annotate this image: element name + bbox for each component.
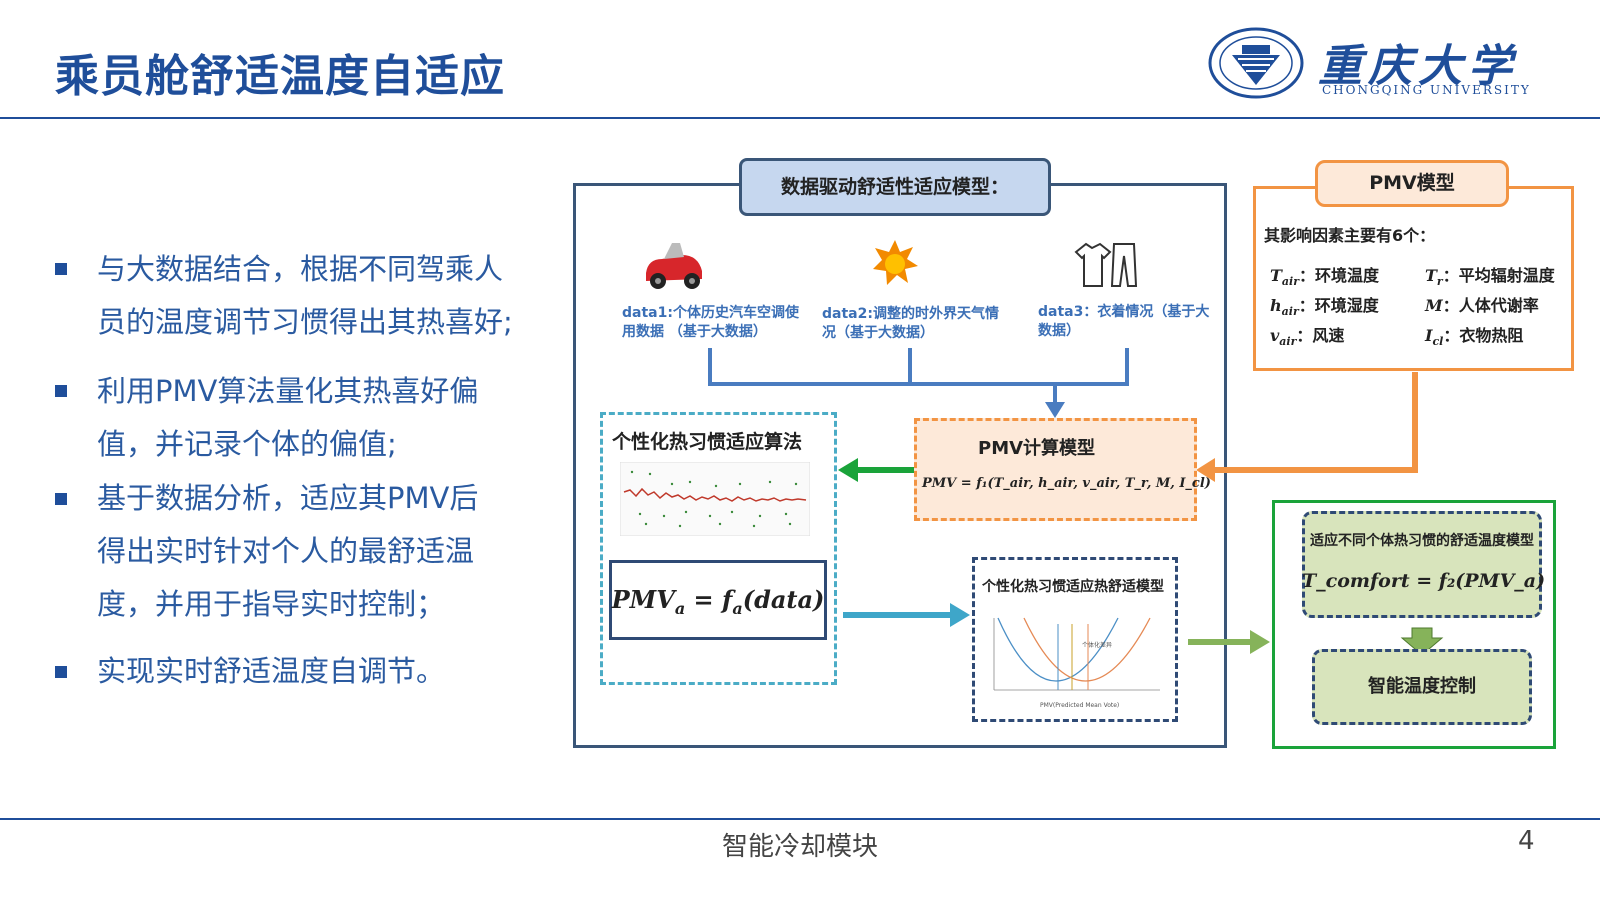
factor-label: 平均辐射温度 bbox=[1458, 266, 1555, 285]
factor-symbol: v bbox=[1270, 326, 1280, 345]
thermal-comfort-model-box bbox=[972, 557, 1178, 722]
bullet-4-line-1: 实现实时舒适温度自调节。 bbox=[97, 654, 446, 688]
temperature-control-box bbox=[1312, 649, 1532, 725]
clothing-icon bbox=[1072, 240, 1140, 290]
factor-label: 环境温度 bbox=[1315, 266, 1380, 285]
thermal-comfort-xlabel: PMV(Predicted Mean Vote) bbox=[1040, 702, 1120, 709]
car-icon bbox=[640, 237, 708, 293]
factor-symbol: h bbox=[1270, 296, 1282, 315]
footer-rule bbox=[0, 818, 1600, 820]
factor-i-cl: Icl：衣物热阻 bbox=[1425, 326, 1524, 349]
temperature-control-label: 智能温度控制 bbox=[1368, 676, 1476, 697]
factor-t-r: Tr：平均辐射温度 bbox=[1425, 266, 1555, 289]
factor-label: 环境湿度 bbox=[1314, 296, 1379, 315]
factor-symbol: M bbox=[1425, 296, 1443, 315]
factor-h-air: hair：环境湿度 bbox=[1270, 296, 1379, 319]
university-seal-icon bbox=[1208, 27, 1304, 99]
footer-label: 智能冷却模块 bbox=[721, 832, 878, 862]
factor-subscript: air bbox=[1281, 275, 1300, 289]
algorithm-formula: PMVa = fa(data) bbox=[609, 560, 827, 640]
pmv-model-subtitle: 其影响因素主要有6个： bbox=[1264, 226, 1436, 245]
personalized-algorithm-box bbox=[600, 412, 837, 685]
pmv-model-frame bbox=[1253, 186, 1574, 371]
bullet-2-line-1: 利用PMV算法量化其热喜好偏 bbox=[97, 374, 479, 408]
header-rule bbox=[0, 117, 1600, 119]
pmv-model-header bbox=[1315, 160, 1509, 207]
bullet-marker bbox=[55, 493, 67, 505]
page-number: 4 bbox=[1518, 826, 1535, 856]
bullet-marker bbox=[55, 263, 67, 275]
factor-symbol: I bbox=[1425, 326, 1433, 345]
thermal-comfort-plot bbox=[984, 614, 1166, 702]
data1-label-line1: data1:个体历史汽车空调使 bbox=[622, 305, 799, 321]
factor-subscript: r bbox=[1436, 275, 1443, 289]
comfort-output-frame bbox=[1272, 500, 1556, 749]
bullet-2-line-2: 值，并记录个体的偏值; bbox=[97, 427, 397, 461]
bullet-marker bbox=[55, 385, 67, 397]
bullet-3-line-1: 基于数据分析，适应其PMV后 bbox=[97, 481, 479, 515]
bullet-3-line-2: 得出实时针对个人的最舒适温 bbox=[97, 534, 475, 568]
data2-label-line2: 况（基于大数据） bbox=[822, 325, 934, 341]
thermal-comfort-annotation: 个体化差异 bbox=[1082, 642, 1113, 649]
factor-subscript: cl bbox=[1432, 335, 1444, 349]
data3-label-line2: 数据） bbox=[1038, 323, 1080, 339]
factor-t-air: Tair：环境温度 bbox=[1270, 266, 1380, 289]
formula-pmv: PMV bbox=[611, 585, 675, 614]
factor-subscript: air bbox=[1279, 335, 1297, 349]
algorithm-formula-box bbox=[609, 560, 827, 640]
main-model-header bbox=[739, 158, 1051, 216]
data2-label-line1: data2:调整的时外界天气情 bbox=[822, 306, 999, 322]
formula-sub-a: a bbox=[674, 598, 686, 618]
factor-v-air: vair：风速 bbox=[1270, 326, 1345, 349]
university-name-en: CHONGQING UNIVERSITY bbox=[1322, 83, 1531, 97]
factor-m: M：人体代谢率 bbox=[1425, 296, 1539, 315]
factor-label: 人体代谢率 bbox=[1458, 296, 1539, 315]
algorithm-data-plot-icon bbox=[619, 461, 811, 537]
algorithm-title: 个性化热习惯适应算法 bbox=[612, 431, 803, 453]
factor-label: 风速 bbox=[1312, 326, 1345, 345]
bullet-3-line-3: 度，并用于指导实时控制； bbox=[97, 587, 446, 621]
pmv-calculation-box bbox=[914, 418, 1197, 521]
university-name-cn: 重庆大学 bbox=[1318, 41, 1518, 92]
bullet-1-line-2: 员的温度调节习惯得出其热喜好; bbox=[97, 305, 513, 339]
pmv-model-title: PMV模型 bbox=[1369, 172, 1455, 194]
main-model-title: 数据驱动舒适性适应模型： bbox=[780, 176, 1009, 198]
comfort-model-formula: T_comfort = f₂(PMV_a) bbox=[1302, 570, 1546, 592]
bullet-marker bbox=[55, 666, 67, 678]
thermal-comfort-model-title: 个性化热习惯适应热舒适模型 bbox=[982, 579, 1164, 595]
formula-arg: (data) bbox=[742, 585, 825, 614]
factor-symbol: T bbox=[1270, 266, 1282, 285]
formula-eq-f: = f bbox=[685, 585, 733, 614]
slide-title: 乘员舱舒适温度自适应 bbox=[55, 51, 505, 102]
factor-subscript: air bbox=[1281, 305, 1299, 319]
factor-symbol: T bbox=[1425, 266, 1437, 285]
comfort-model-title: 适应不同个体热习惯的舒适温度模型 bbox=[1310, 533, 1534, 549]
pmv-calculation-formula: PMV = f₁(T_air, h_air, v_air, T_r, M, I_… bbox=[922, 476, 1211, 491]
formula-sub-a2: a bbox=[732, 598, 743, 618]
data1-label-line2: 用数据 （基于大数据） bbox=[622, 324, 767, 340]
bullet-1-line-1: 与大数据结合，根据不同驾乘人 bbox=[97, 252, 504, 286]
pmv-calculation-title: PMV计算模型 bbox=[978, 438, 1096, 459]
sun-icon bbox=[870, 238, 920, 288]
data3-label-line1: data3：衣着情况（基于大 bbox=[1038, 304, 1210, 320]
factor-label: 衣物热阻 bbox=[1459, 326, 1524, 345]
comfort-model-box bbox=[1302, 511, 1542, 618]
